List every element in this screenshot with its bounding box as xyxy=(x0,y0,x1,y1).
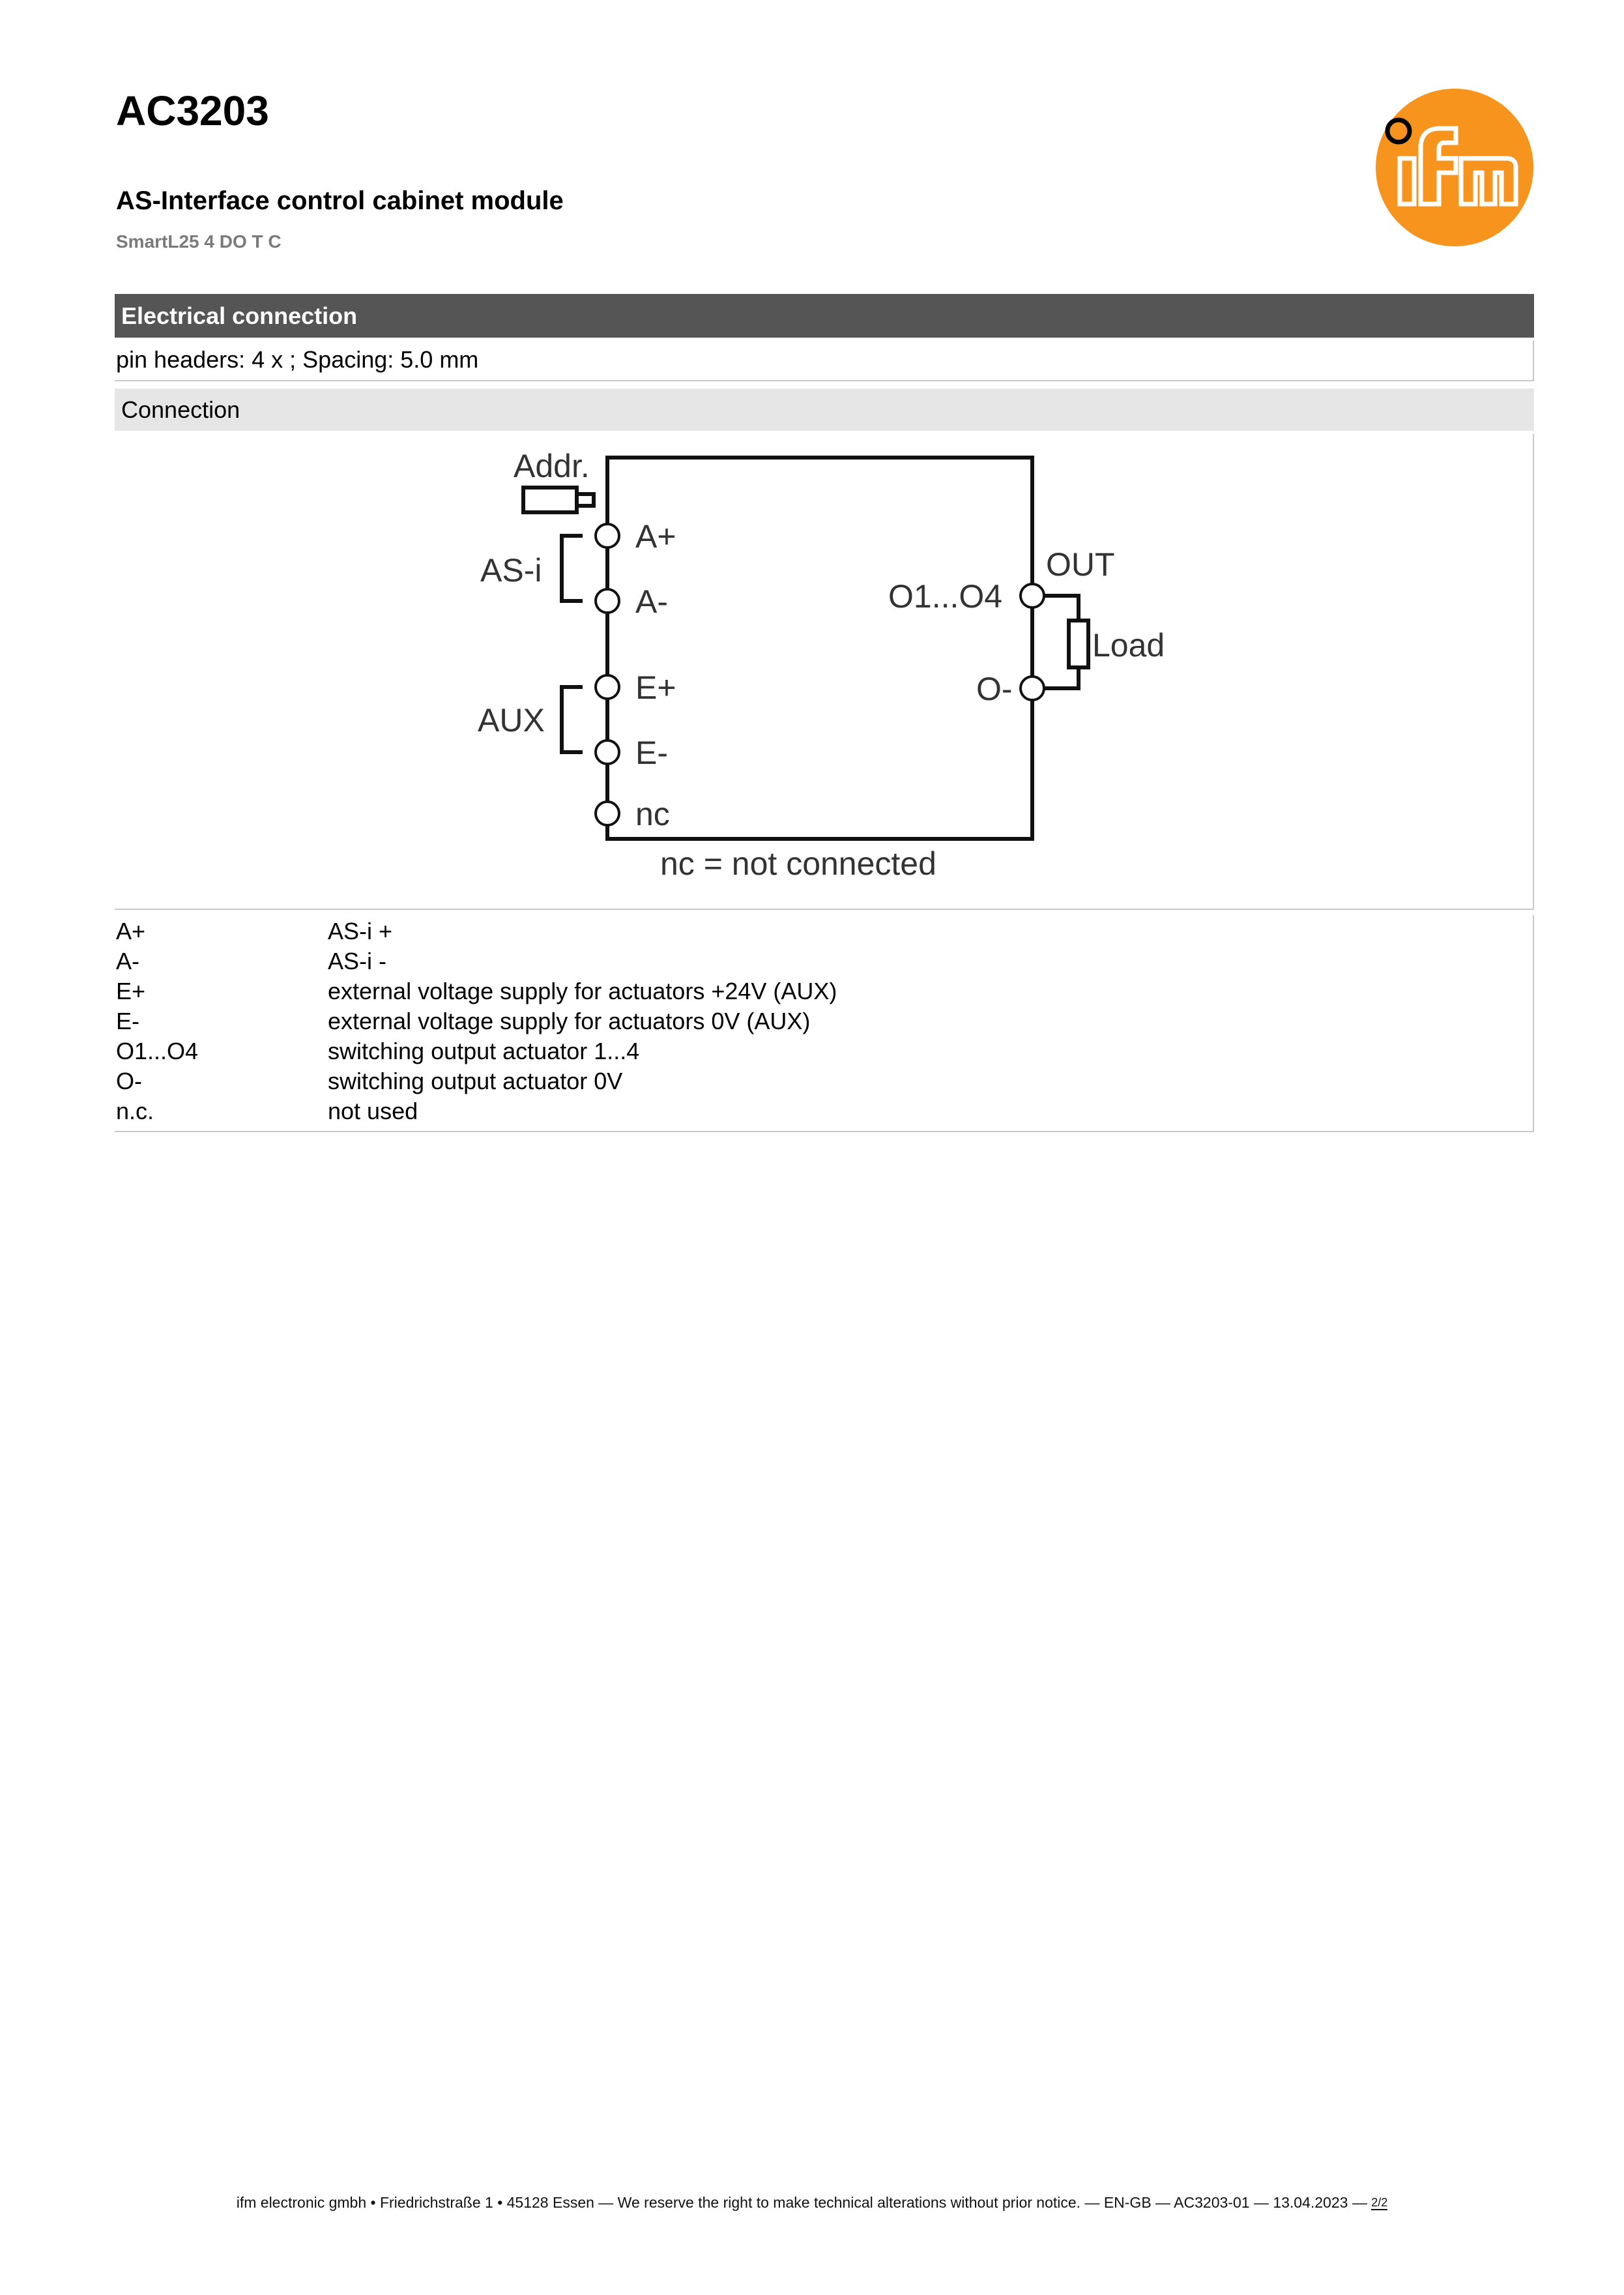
label-nc: nc xyxy=(635,796,670,832)
legend-key: O1...O4 xyxy=(116,1038,199,1064)
product-name: AS-Interface control cabinet module xyxy=(116,186,564,215)
footer: ifm electronic gmbh • Friedrichstraße 1 … xyxy=(0,2193,1624,2212)
label-as-i: AS-i xyxy=(480,552,542,589)
diagram-frame xyxy=(115,434,1534,910)
footer-page-number: 2/2 xyxy=(1371,2196,1388,2210)
legend-key: n.c. xyxy=(116,1098,154,1124)
terminal-a-plus xyxy=(594,523,620,549)
legend-value: not used xyxy=(328,1098,418,1124)
legend-row: E- external voltage supply for actuators… xyxy=(116,1006,1485,1036)
product-subtitle: SmartL25 4 DO T C xyxy=(116,231,282,252)
addr-socket xyxy=(521,486,579,514)
legend-key: O- xyxy=(116,1068,142,1094)
legend-value: external voltage supply for actuators 0V… xyxy=(328,1008,811,1034)
terminal-nc xyxy=(594,800,620,826)
legend-row: n.c. not used xyxy=(116,1096,1485,1126)
module-outline xyxy=(605,456,1034,841)
label-e-plus: E+ xyxy=(635,669,676,706)
product-code: AC3203 xyxy=(116,87,269,134)
legend-value: switching output actuator 0V xyxy=(328,1068,623,1094)
label-load: Load xyxy=(1092,627,1165,664)
terminal-a-minus xyxy=(594,588,620,614)
label-nc-note: nc = not connected xyxy=(660,845,936,882)
legend-value: switching output actuator 1...4 xyxy=(328,1038,640,1064)
label-outputs: O1...O4 xyxy=(888,578,1002,615)
terminal-e-plus xyxy=(594,674,620,700)
legend-row: O- switching output actuator 0V xyxy=(116,1066,1485,1096)
label-e-minus: E- xyxy=(635,735,668,771)
connection-diagram: Addr. A+ A- E+ E- nc AS-i AUX O1...O4 O-… xyxy=(478,448,1165,882)
as-i-bracket xyxy=(560,534,583,603)
connection-label: Connection xyxy=(115,388,1534,431)
label-a-plus: A+ xyxy=(635,518,676,555)
legend-value: AS-i + xyxy=(328,918,393,944)
label-out: OUT xyxy=(1046,546,1115,583)
ifm-logo-icon xyxy=(1376,89,1533,246)
terminal-outputs xyxy=(1019,583,1045,609)
legend-value: AS-i - xyxy=(328,948,386,974)
terminal-e-minus xyxy=(594,739,620,765)
legend-row: O1...O4 switching output actuator 1...4 xyxy=(116,1036,1485,1066)
legend-value: external voltage supply for actuators +2… xyxy=(328,978,837,1004)
terminal-o-minus xyxy=(1019,675,1045,701)
label-a-minus: A- xyxy=(635,583,668,620)
label-aux: AUX xyxy=(478,702,545,738)
legend-key: A- xyxy=(116,948,139,974)
legend-key: E+ xyxy=(116,978,146,1004)
legend-row: A- AS-i - xyxy=(116,946,1485,976)
legend-key: A+ xyxy=(116,918,146,944)
legend-row: A+ AS-i + xyxy=(116,916,1485,946)
legend-row: E+ external voltage supply for actuators… xyxy=(116,976,1485,1006)
pin-headers-text: pin headers: 4 x ; Spacing: 5.0 mm xyxy=(115,340,1534,381)
label-o-minus: O- xyxy=(976,671,1013,707)
footer-text: ifm electronic gmbh • Friedrichstraße 1 … xyxy=(236,2194,1372,2211)
load-resistor xyxy=(1067,619,1090,669)
legend-frame xyxy=(115,915,1534,1132)
aux-bracket xyxy=(560,685,583,754)
section-title: Electrical connection xyxy=(115,294,1534,338)
label-addr: Addr. xyxy=(514,448,590,484)
legend-key: E- xyxy=(116,1008,139,1034)
